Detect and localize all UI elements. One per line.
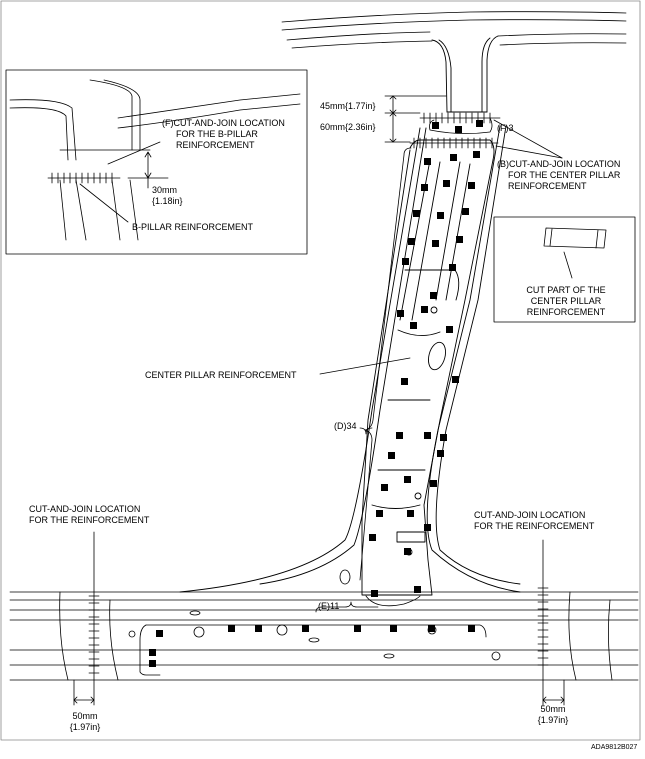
inset-dimension-label: 30mm {1.18in}: [152, 185, 183, 207]
cut-part-line-1: CUT PART OF THE: [526, 285, 606, 295]
d-weld-count: (D)34: [334, 421, 357, 431]
cut-part-line-3: REINFORCEMENT: [526, 307, 606, 317]
right-dimension-label: 50mm {1.97in}: [528, 704, 578, 726]
cut-line-b: [409, 137, 499, 149]
left-dimension-mm: 50mm: [72, 711, 98, 721]
f-weld-count: (F)3: [497, 123, 514, 133]
cut-part-line-2: CENTER PILLAR: [530, 296, 602, 306]
cut-part-label: CUT PART OF THE CENTER PILLAR REINFORCEM…: [517, 285, 615, 318]
b-location-label: (B)CUT-AND-JOIN LOCATION FOR THE CENTER …: [497, 159, 620, 192]
f-location-line-1: (F)CUT-AND-JOIN LOCATION: [162, 118, 285, 128]
inset-dimension-in: {1.18in}: [152, 196, 183, 206]
right-dimension-in: {1.97in}: [537, 715, 569, 725]
figure-frame: [0, 0, 641, 741]
right-dimension-mm: 50mm: [540, 704, 566, 714]
center-pillar-reinforcement: [179, 125, 521, 596]
callouts-top: [384, 95, 563, 159]
figure-code: ADA9812B027: [591, 744, 638, 751]
left-location-line-2: FOR THE REINFORCEMENT: [29, 515, 150, 525]
cut-line-f: [419, 112, 501, 124]
dimension-45mm: 45mm{1.77in}: [320, 101, 376, 111]
inset-cut-part: [493, 216, 636, 323]
left-location-label: CUT-AND-JOIN LOCATION FOR THE REINFORCEM…: [29, 504, 149, 526]
center-pillar-upper: [431, 35, 499, 113]
cut-line-left: [73, 531, 100, 706]
side-sill: [9, 569, 639, 681]
f-location-line-2: FOR THE B-PILLAR: [176, 129, 258, 139]
f-location-label: (F)CUT-AND-JOIN LOCATION FOR THE B-PILLA…: [162, 118, 285, 151]
spot-welds: [149, 120, 483, 667]
roof-rail: [281, 11, 627, 49]
callouts-middle: [315, 147, 412, 613]
b-location-line-3: REINFORCEMENT: [508, 181, 587, 191]
b-pillar-label: B-PILLAR REINFORCEMENT: [132, 222, 254, 232]
cut-line-right: [537, 539, 565, 706]
inset-dimension-mm: 30mm: [152, 185, 178, 195]
dimension-60mm: 60mm{2.36in}: [320, 122, 376, 132]
right-location-line-2: FOR THE REINFORCEMENT: [474, 521, 595, 531]
b-location-line-1: (B)CUT-AND-JOIN LOCATION: [497, 159, 621, 169]
inset-b-pillar: [5, 69, 308, 255]
right-location-line-1: CUT-AND-JOIN LOCATION: [474, 510, 586, 520]
e-weld-count: (E)11: [318, 601, 340, 611]
b-location-line-2: FOR THE CENTER PILLAR: [508, 170, 621, 180]
left-dimension-in: {1.97in}: [69, 722, 101, 732]
left-location-line-1: CUT-AND-JOIN LOCATION: [29, 504, 141, 514]
right-location-label: CUT-AND-JOIN LOCATION FOR THE REINFORCEM…: [474, 510, 594, 532]
center-pillar-label: CENTER PILLAR REINFORCEMENT: [145, 370, 297, 380]
f-location-line-3: REINFORCEMENT: [176, 140, 255, 150]
left-dimension-label: 50mm {1.97in}: [60, 711, 110, 733]
